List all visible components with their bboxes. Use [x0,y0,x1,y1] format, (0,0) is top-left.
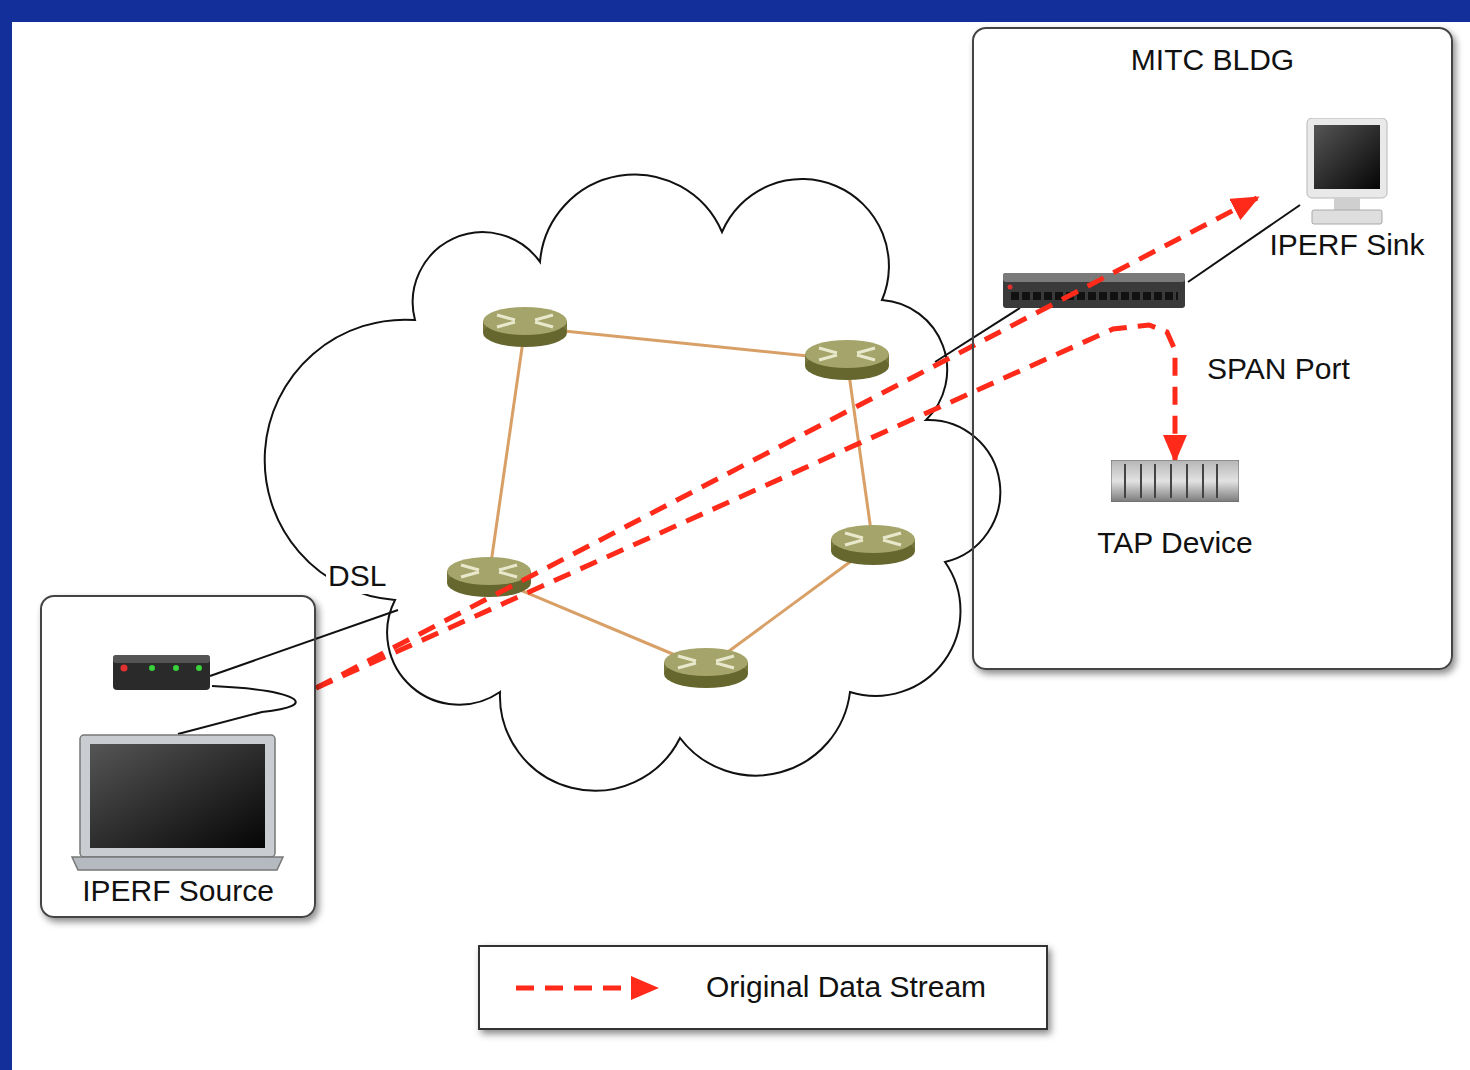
laptop-base [72,857,283,870]
modem-led [173,665,179,671]
monitor-screen [1314,125,1380,189]
building-box: MITC BLDG IPERF SinkTAP Device [972,27,1453,670]
router-symbol [664,648,748,688]
laptop [72,735,283,870]
tap-chassis [1111,460,1239,502]
modem-led [196,665,202,671]
router-link [525,327,847,360]
router-symbol [447,557,531,597]
modem-led [121,665,128,672]
router-link [489,327,525,577]
router-link [706,545,873,668]
dsl-modem [113,655,210,690]
router-link [847,360,873,545]
data-stream-arrow [316,325,1175,688]
modem-led [149,665,155,671]
node-label: TAP Device [1097,526,1253,561]
tap-slot [1216,464,1218,498]
router-symbol [805,340,889,380]
monitor-stand [1334,198,1360,210]
tap-node: TAP Device [1085,460,1265,561]
data-stream-arrow [316,198,1257,688]
legend-line [516,985,656,990]
laptop-lid [80,735,275,857]
modem-body [113,655,210,690]
legend-text: Original Data Stream [706,970,986,1005]
tap-slot [1186,464,1188,498]
modem-top [113,655,210,663]
router-symbol [831,525,915,565]
tap-icon [1111,460,1239,502]
edge-label: SPAN Port [1205,352,1352,387]
switch-ports [1010,290,1178,304]
uplink-wire [935,308,1020,362]
link-label: DSL [326,559,388,594]
legend-sample [480,973,706,1003]
legend-box: Original Data Stream [478,945,1048,1030]
switch-led [1008,285,1013,290]
network-cloud [265,174,1001,790]
slide-ground [12,22,1470,1070]
laptop-screen [90,744,265,848]
router-symbol [483,307,567,347]
tap-slot [1154,464,1156,498]
node-label: IPERF Sink [1269,228,1424,263]
site-box: IPERF Source [40,595,316,918]
laptop-cable [178,686,296,734]
tap-slot [1202,464,1204,498]
tap-slot [1170,464,1172,498]
tap-slot [1124,464,1126,498]
network-switch [1003,273,1185,308]
node-label: IPERF Source [82,874,274,909]
monitor-frame [1307,118,1387,198]
computer-icon [1302,118,1392,228]
computer-node: IPERF Sink [1257,118,1437,263]
legend-row: Original Data Stream [480,970,1046,1005]
monitor-base [1312,210,1382,224]
tap-slot [1140,464,1142,498]
node-label: MITC BLDG [1131,43,1294,78]
switch-body [1003,273,1185,308]
